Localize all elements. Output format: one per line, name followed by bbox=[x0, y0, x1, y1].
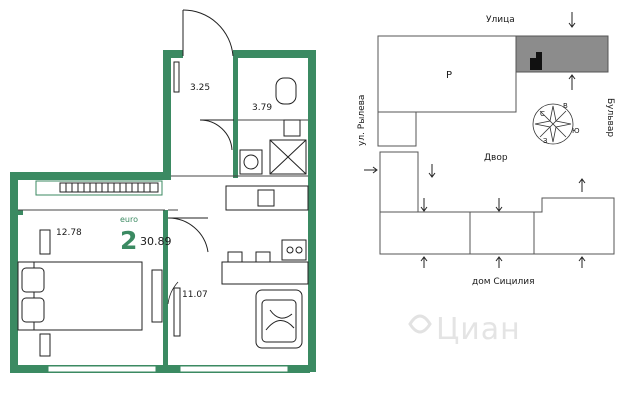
compass-south: Ю bbox=[572, 127, 580, 135]
compass-icon bbox=[532, 103, 574, 145]
bedroom-area: 12.78 bbox=[56, 228, 82, 238]
compass-east: В bbox=[563, 102, 568, 110]
walls bbox=[10, 50, 316, 373]
bed bbox=[17, 229, 143, 357]
watermark-icon bbox=[408, 314, 432, 334]
site-map bbox=[377, 35, 615, 255]
rooms-count: 2 bbox=[120, 226, 138, 255]
hall-area: 3.25 bbox=[190, 83, 211, 93]
top-building bbox=[377, 35, 517, 147]
kitchen-living-area: 11.07 bbox=[182, 290, 208, 300]
room-door bbox=[167, 217, 209, 305]
selected-building bbox=[515, 35, 609, 73]
bathroom-area: 3.79 bbox=[252, 103, 273, 113]
entrance-arrows bbox=[364, 12, 586, 268]
parking-label: P bbox=[446, 70, 453, 81]
bathroom-door bbox=[199, 119, 234, 151]
courtyard-label: Двор bbox=[484, 153, 508, 163]
street-left-label: ул. Рылева bbox=[357, 94, 367, 146]
bottom-building bbox=[379, 197, 615, 255]
euro-label: euro bbox=[120, 215, 138, 224]
total-area: 30.89 bbox=[140, 235, 172, 248]
hall-radiator bbox=[173, 61, 180, 93]
compass-west: З bbox=[543, 137, 548, 145]
radiator bbox=[59, 182, 159, 193]
bottom-building-label: дом Сицилия bbox=[472, 277, 535, 287]
street-top-label: Улица bbox=[486, 15, 515, 25]
compass-north: С bbox=[540, 110, 545, 118]
bathroom-fixtures bbox=[239, 77, 307, 175]
floor-plan bbox=[10, 9, 316, 373]
kitchen-fixtures bbox=[221, 185, 309, 285]
entrance-door bbox=[182, 9, 234, 57]
left-building bbox=[379, 151, 419, 213]
street-right-label: Бульвар bbox=[605, 98, 615, 138]
tv-stand bbox=[151, 269, 181, 337]
selected-building-marker bbox=[530, 52, 542, 70]
sofa bbox=[255, 289, 303, 349]
watermark: Циан bbox=[436, 312, 521, 347]
